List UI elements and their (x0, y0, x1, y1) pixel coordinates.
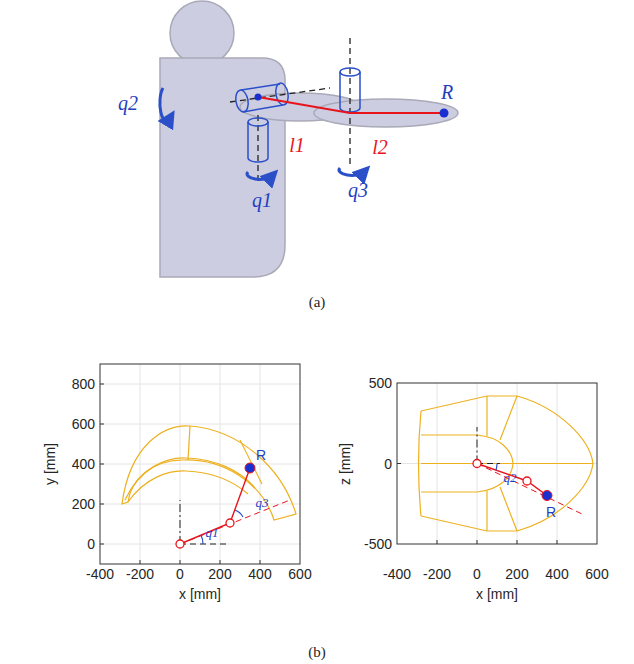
tick-label: -200 (126, 566, 154, 582)
joint-cylinders (234, 68, 360, 162)
tick-label: 600 (72, 416, 95, 432)
axis-title: x [mm] (179, 586, 221, 602)
human-figure (160, 1, 458, 277)
tick-label: 0 (87, 536, 95, 552)
axis-title: x [mm] (476, 586, 518, 602)
point-label: R (546, 504, 556, 520)
axis-title: z [mm] (337, 443, 353, 485)
tick-label: 400 (545, 566, 568, 582)
xy-plot (100, 364, 300, 564)
link-label: l2 (372, 136, 388, 159)
rotation-arrows (160, 88, 364, 179)
tick-label: -400 (86, 566, 114, 582)
tick-label: 500 (369, 375, 392, 391)
tick-label: 400 (248, 566, 271, 582)
point-label: R (256, 447, 266, 463)
panel-label: (b) (308, 644, 326, 661)
tick-label: 0 (384, 456, 392, 472)
point-label: R (441, 81, 453, 104)
tick-label: -500 (364, 536, 392, 552)
tick-label: 200 (505, 566, 528, 582)
joint-label: q3 (348, 179, 368, 202)
joint-axes (230, 38, 350, 185)
axis-title: y [mm] (42, 443, 58, 485)
tick-label: 600 (585, 566, 608, 582)
angle-label: q2 (504, 470, 517, 486)
end-point (440, 109, 449, 118)
tick-label: 0 (176, 566, 184, 582)
tick-label: -200 (423, 566, 451, 582)
tick-label: 0 (473, 566, 481, 582)
xz-plot (397, 383, 597, 544)
shoulder-point (255, 94, 262, 101)
tick-label: 200 (72, 496, 95, 512)
tick-label: 600 (288, 566, 311, 582)
tick-label: -400 (383, 566, 411, 582)
tick-label: 800 (72, 376, 95, 392)
tick-label: 400 (72, 456, 95, 472)
tick-label: 200 (208, 566, 231, 582)
links (258, 97, 444, 113)
angle-label: q1 (206, 525, 219, 541)
joint-label: q1 (252, 189, 272, 212)
panel-label: (a) (309, 294, 326, 311)
link-label: l1 (289, 134, 305, 157)
joint-label: q2 (118, 92, 138, 115)
angle-label: q3 (256, 495, 269, 511)
